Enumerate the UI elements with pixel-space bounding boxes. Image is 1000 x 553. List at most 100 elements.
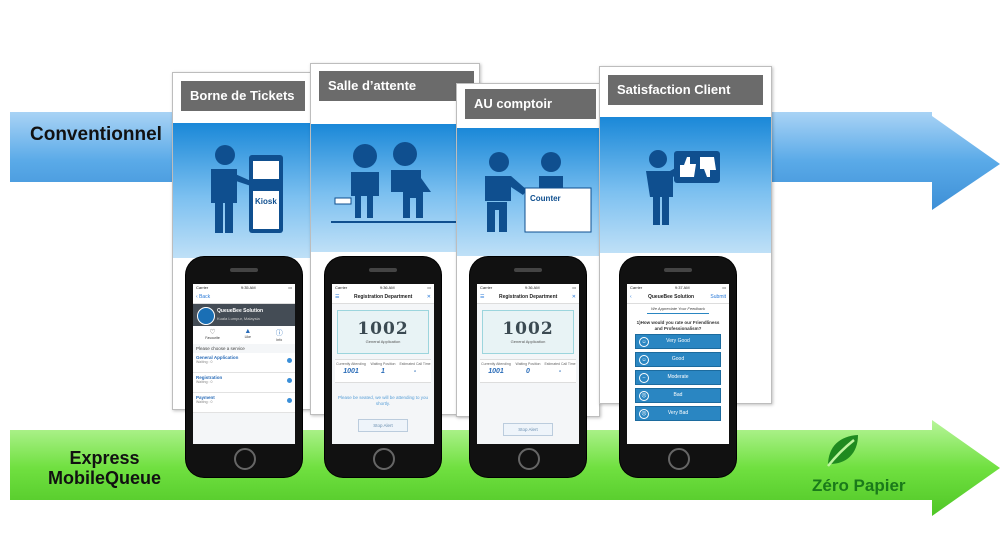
- back-chevron-icon[interactable]: ‹: [630, 294, 632, 300]
- back-button[interactable]: ‹ Back: [196, 294, 211, 300]
- rating-very-bad[interactable]: ☹ Very Bad: [635, 406, 721, 421]
- phone-counter: Carrier 9:36 AM ▭ ☰ Registration Departm…: [470, 257, 586, 477]
- stat-value: 1001: [488, 368, 504, 375]
- ticket-service: General Application: [510, 339, 546, 344]
- stat-label: Currently Attending: [481, 362, 511, 366]
- heart-icon: ♡: [209, 329, 216, 336]
- stat-label: Waiting Position: [370, 362, 396, 366]
- close-icon[interactable]: ✕: [426, 294, 431, 300]
- feedback-subtitle: We Appreciate Your Feedback: [651, 306, 705, 311]
- submit-button[interactable]: Submit: [710, 294, 726, 300]
- status-bar: Carrier 9:35 AM ▭: [193, 284, 295, 291]
- stat-value: 0: [526, 368, 530, 375]
- nav-bar: ☰ Registration Department ✕: [332, 291, 434, 304]
- service-item[interactable]: General Application Waiting : 0: [193, 353, 295, 373]
- service-item[interactable]: Payment Waiting : 0: [193, 393, 295, 413]
- rating-moderate[interactable]: –Moderate: [635, 370, 721, 385]
- service-name: General Application: [196, 355, 239, 360]
- phone-satisfaction: Carrier 9:37 AM ▭ ‹ QueueBee Solution Su…: [620, 257, 736, 477]
- home-button[interactable]: [668, 448, 690, 470]
- queue-stats: Currently Attending 1001 Waiting Position…: [480, 359, 576, 383]
- screen-title: Registration Department: [498, 294, 558, 300]
- stat-label: Currently Attending: [336, 362, 366, 366]
- card-title: Borne de Tickets: [181, 81, 305, 111]
- close-icon[interactable]: ✕: [571, 294, 576, 300]
- favourite-label: Favourite: [205, 336, 220, 340]
- stat-label: Estimated Call Time: [399, 362, 431, 366]
- phone-speaker: [230, 268, 258, 272]
- status-time: 9:36 AM: [379, 285, 395, 290]
- home-button[interactable]: [518, 448, 540, 470]
- kiosk-person-icon: [211, 145, 283, 233]
- stat-label: Estimated Call Time: [544, 362, 576, 366]
- status-time: 9:35 AM: [240, 285, 256, 290]
- service-waiting: Waiting : 0: [196, 380, 213, 384]
- rating-label: Very Good: [666, 338, 690, 344]
- thumbs-feedback-icon: [646, 150, 720, 225]
- status-carrier: Carrier: [630, 285, 643, 290]
- status-bar: Carrier 9:36 AM ▭: [332, 284, 434, 291]
- service-name: Registration: [196, 375, 223, 380]
- menu-icon[interactable]: ☰: [480, 294, 485, 300]
- nav-bar: ‹ Back: [193, 291, 295, 304]
- status-carrier: Carrier: [335, 285, 348, 290]
- stop-alert-button[interactable]: Stop Alert: [358, 419, 408, 432]
- service-name: Payment: [196, 395, 215, 400]
- rating-very-good[interactable]: ☺ Very Good: [635, 334, 721, 349]
- ticket-card: 1002 General Application: [337, 310, 429, 354]
- stat-attending: Currently Attending 1001: [480, 360, 512, 382]
- phone-screen: Carrier 9:37 AM ▭ ‹ QueueBee Solution Su…: [627, 284, 729, 444]
- battery-icon: ▭: [288, 285, 292, 290]
- stat-label: Waiting Position: [515, 362, 541, 366]
- favourite-button[interactable]: ♡Favourite: [205, 328, 220, 342]
- screen-title: QueueBee Solution: [647, 294, 695, 300]
- waiting-note: Please be seated, we will be attending t…: [337, 395, 429, 406]
- phone-kiosk: Carrier 9:35 AM ▭ ‹ Back QueueBee Soluti…: [186, 257, 302, 477]
- status-carrier: Carrier: [480, 285, 493, 290]
- service-item[interactable]: Registration Waiting : 0: [193, 373, 295, 393]
- stop-alert-button[interactable]: Stop Alert: [503, 423, 553, 436]
- status-carrier: Carrier: [196, 285, 209, 290]
- phone-screen: Carrier 9:35 AM ▭ ‹ Back QueueBee Soluti…: [193, 284, 295, 444]
- org-location: Kuala Lumpur, Malaysia: [217, 316, 260, 321]
- phone-screen: Carrier 9:36 AM ▭ ☰ Registration Departm…: [477, 284, 579, 444]
- rating-bad[interactable]: ☹Bad: [635, 388, 721, 403]
- org-name: QueueBee Solution: [217, 308, 264, 314]
- status-time: 9:37 AM: [674, 285, 690, 290]
- nav-bar: ☰ Registration Department ✕: [477, 291, 579, 304]
- very-sad-face-icon: ☹: [639, 409, 649, 419]
- phone-speaker: [664, 268, 692, 272]
- menu-icon[interactable]: ☰: [335, 294, 340, 300]
- leaf-icon: [827, 435, 858, 467]
- info-label: Info: [276, 338, 283, 342]
- phone-waiting: Carrier 9:36 AM ▭ ☰ Registration Departm…: [325, 257, 441, 477]
- feedback-question: 1)How would you rate our Friendliness an…: [636, 320, 720, 331]
- status-bar: Carrier 9:36 AM ▭: [477, 284, 579, 291]
- express-label-line1: Express: [69, 448, 140, 468]
- stat-value: 1: [381, 368, 385, 375]
- home-button[interactable]: [234, 448, 256, 470]
- stat-position: Waiting Position 1: [367, 360, 399, 382]
- service-prompt: Please choose a service: [196, 346, 245, 351]
- battery-icon: ▭: [722, 285, 726, 290]
- ticket-card: 1002 General Application: [482, 310, 574, 354]
- waiting-people-icon: [331, 142, 456, 223]
- express-label: Express MobileQueue: [48, 448, 161, 488]
- home-button[interactable]: [373, 448, 395, 470]
- very-happy-face-icon: ☺: [639, 337, 649, 347]
- like-button[interactable]: ▲Like: [244, 328, 251, 342]
- rating-label: Very Bad: [667, 410, 689, 416]
- rating-good[interactable]: ☺Good: [635, 352, 721, 367]
- card-title: Satisfaction Client: [608, 75, 763, 105]
- feedback-progress: [647, 313, 709, 314]
- conventional-label: Conventionnel: [30, 124, 162, 145]
- nav-bar: ‹ QueueBee Solution Submit: [627, 291, 729, 304]
- org-header: QueueBee Solution Kuala Lumpur, Malaysia: [193, 304, 295, 326]
- card-title: Salle d’attente: [319, 71, 474, 101]
- neutral-face-icon: –: [639, 373, 649, 383]
- chevron-icon: [287, 398, 292, 403]
- like-label: Like: [244, 335, 251, 339]
